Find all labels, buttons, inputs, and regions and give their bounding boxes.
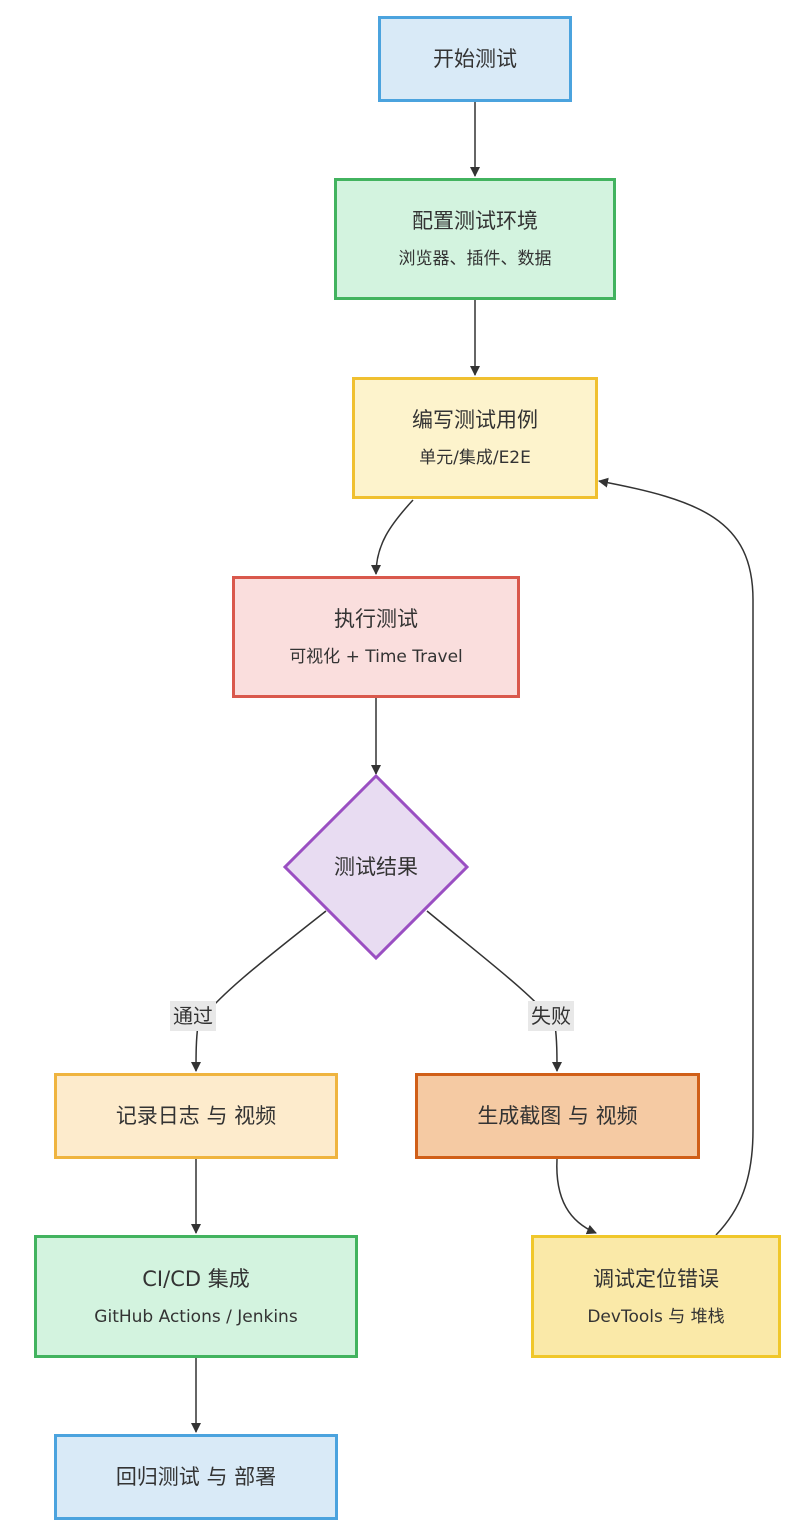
decision-result-label: 测试结果 <box>334 855 418 879</box>
node-title: 生成截图 与 视频 <box>477 1104 638 1128</box>
edge-shot-to-debug <box>556 1158 597 1235</box>
node-subtitle: GitHub Actions / Jenkins <box>94 1306 298 1327</box>
node-write-tests: 编写测试用例 单元/集成/E2E <box>352 377 598 499</box>
node-start-test: 开始测试 <box>378 16 572 102</box>
node-title: CI/CD 集成 <box>142 1266 250 1291</box>
node-execute-tests: 执行测试 可视化 + Time Travel <box>232 576 520 698</box>
edge-label-pass: 通过 <box>170 1001 216 1031</box>
edge-write-to-exec <box>371 499 414 575</box>
node-title: 配置测试环境 <box>412 209 538 233</box>
edge-debug-to-write <box>598 477 754 1236</box>
node-subtitle: DevTools 与 堆栈 <box>587 1306 725 1327</box>
node-ci-cd: CI/CD 集成 GitHub Actions / Jenkins <box>34 1235 358 1358</box>
node-title: 编写测试用例 <box>412 408 538 432</box>
node-generate-screenshots: 生成截图 与 视频 <box>415 1073 700 1159</box>
node-title: 回归测试 与 部署 <box>115 1465 277 1489</box>
node-title: 开始测试 <box>433 47 517 71</box>
node-debug-errors: 调试定位错误 DevTools 与 堆栈 <box>531 1235 781 1358</box>
node-subtitle: 单元/集成/E2E <box>419 448 531 468</box>
node-regression-deploy: 回归测试 与 部署 <box>54 1434 338 1520</box>
node-subtitle: 浏览器、插件、数据 <box>398 249 552 269</box>
edge-result-to-log <box>191 910 327 1072</box>
decision-diamond <box>282 773 470 961</box>
node-record-logs: 记录日志 与 视频 <box>54 1073 338 1159</box>
node-title: 记录日志 与 视频 <box>115 1104 277 1128</box>
node-subtitle: 可视化 + Time Travel <box>289 647 463 667</box>
edge-label-fail: 失败 <box>528 1001 574 1031</box>
edge-result-to-shot <box>426 910 562 1072</box>
node-configure-env: 配置测试环境 浏览器、插件、数据 <box>334 178 616 300</box>
node-title: 调试定位错误 <box>593 1266 719 1291</box>
node-title: 执行测试 <box>334 607 418 631</box>
